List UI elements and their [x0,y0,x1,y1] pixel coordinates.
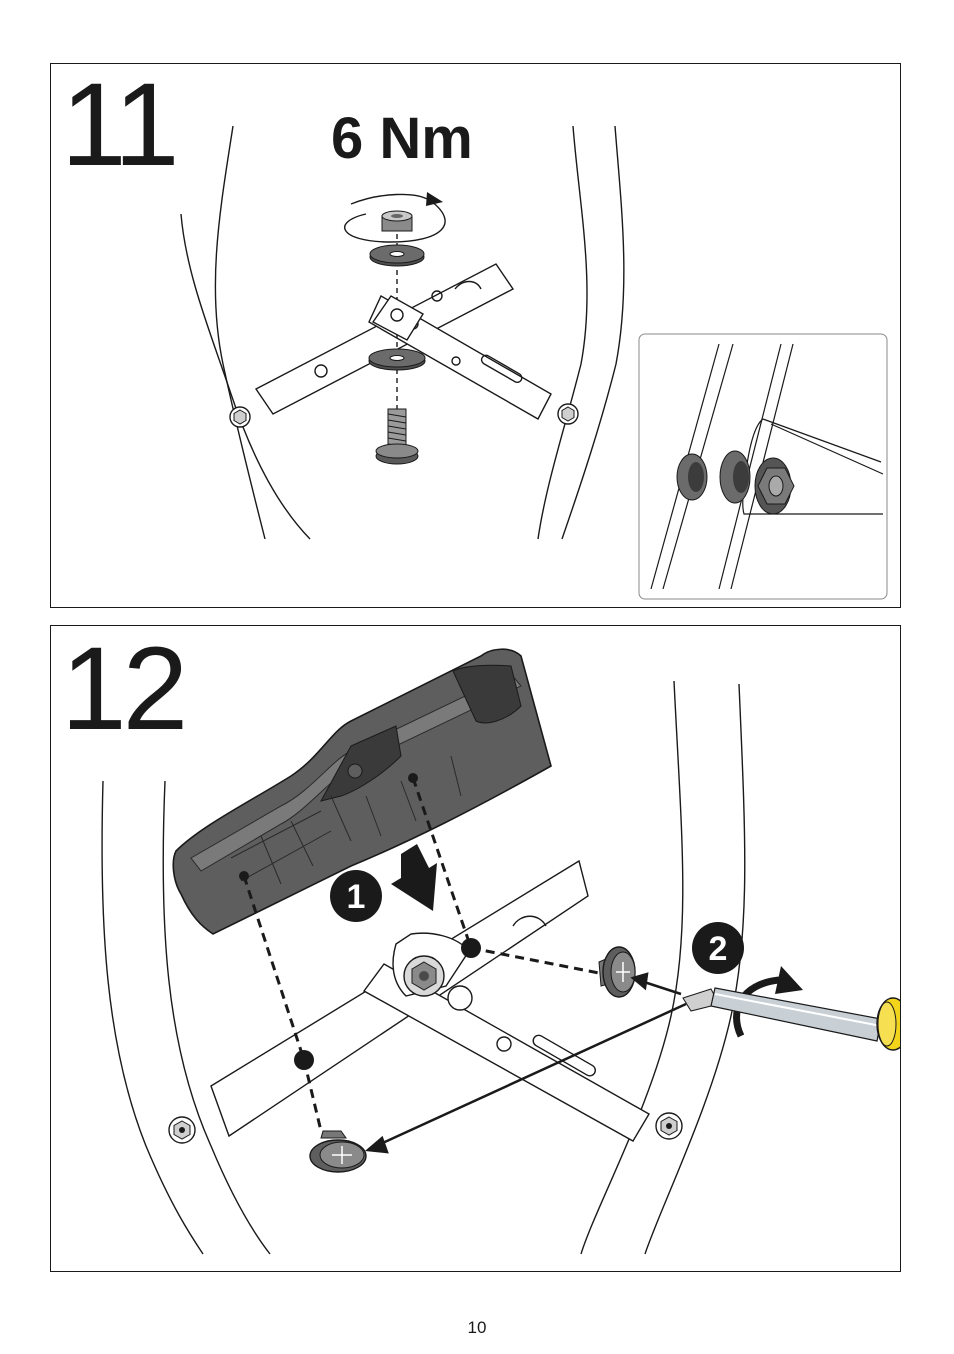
down-arrow-icon [391,844,437,911]
step-11-panel: 11 6 Nm [50,63,901,608]
step-12-panel: 12 [50,625,901,1272]
leg-bolt-left [169,1117,195,1143]
fixing-point [294,1050,314,1070]
leg-bolt-right [558,404,578,424]
fixing-point [461,938,481,958]
step-badge-1: 1 [330,870,382,922]
frame-crossbar-illustration [51,64,901,608]
svg-text:2: 2 [709,930,728,968]
step-badge-2: 2 [692,922,744,974]
detail-inset [639,334,887,599]
leg-bolt-right [656,1113,682,1139]
washer-bottom-icon [369,349,425,370]
torque-label: 6 Nm [331,110,473,168]
step-number: 12 [61,630,184,748]
phillips-screw-icon [599,947,635,997]
hex-nut-icon [382,211,412,231]
washer-top-icon [370,245,424,266]
crossbar-a [256,264,513,414]
leg-bolt-left [230,407,250,427]
screwdriver-icon [683,988,901,1050]
button-head-bolt-icon [376,409,418,464]
right-leg-inner-line [562,126,624,539]
page-number: 10 [0,1318,954,1338]
right-leg-outer-line [538,126,587,539]
phillips-screw-icon [310,1131,366,1172]
step-number: 11 [61,66,176,184]
left-leg-outer-line [215,126,265,539]
svg-text:1: 1 [347,878,366,916]
